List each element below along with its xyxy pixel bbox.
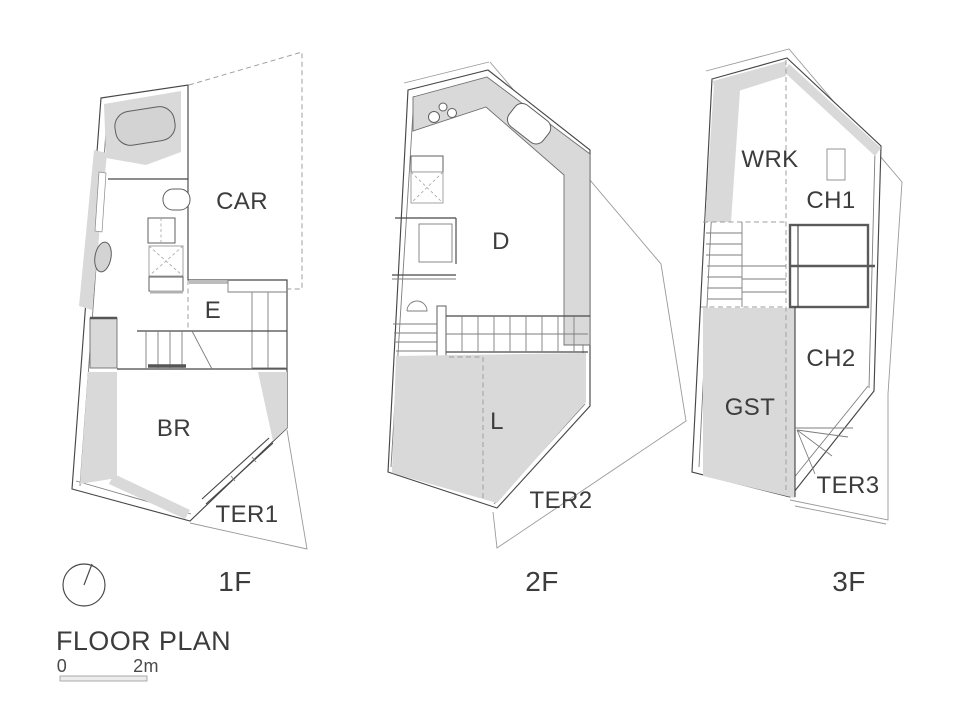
stove-burner <box>438 102 448 112</box>
stove-burner <box>447 108 457 118</box>
scale-bar <box>59 675 148 682</box>
room-label-bedroom: BR <box>157 415 191 442</box>
floor-label-2f: 2F <box>525 566 558 597</box>
bathtub <box>114 106 176 146</box>
room-label-child1: CH1 <box>806 187 855 214</box>
floor-2f-drawing: D L TER2 <box>387 61 687 549</box>
toilet <box>162 188 191 211</box>
room-label-living: L <box>490 408 504 435</box>
floor-3f-drawing: WRK CH1 CH2 GST TER3 <box>691 48 903 525</box>
room-label-car: CAR <box>216 188 268 215</box>
floor-label-1f: 1F <box>218 566 251 597</box>
room-label-terrace1: TER1 <box>216 501 279 528</box>
room-label-entrance: E <box>205 297 221 324</box>
scale-end-label: 2m <box>133 656 159 676</box>
sheet-title: FLOOR PLAN <box>56 626 231 656</box>
kitchen-sink <box>506 102 552 145</box>
stove-burner <box>428 111 440 123</box>
room-label-work: WRK <box>741 146 798 173</box>
scale-start-label: 0 <box>57 656 67 676</box>
room-label-guest: GST <box>725 394 776 421</box>
room-label-dining: D <box>492 228 510 255</box>
floor-label-3f: 3F <box>832 566 865 597</box>
room-label-child2: CH2 <box>806 345 855 372</box>
room-label-terrace2: TER2 <box>530 487 593 514</box>
north-arrow-icon <box>62 563 106 607</box>
floor-1f-drawing: CAR E BR TER1 <box>71 51 308 550</box>
washbasin <box>94 241 112 273</box>
room-label-terrace3: TER3 <box>817 472 880 499</box>
legend: 1F 2F 3F FLOOR PLAN 0 2m <box>56 563 865 682</box>
